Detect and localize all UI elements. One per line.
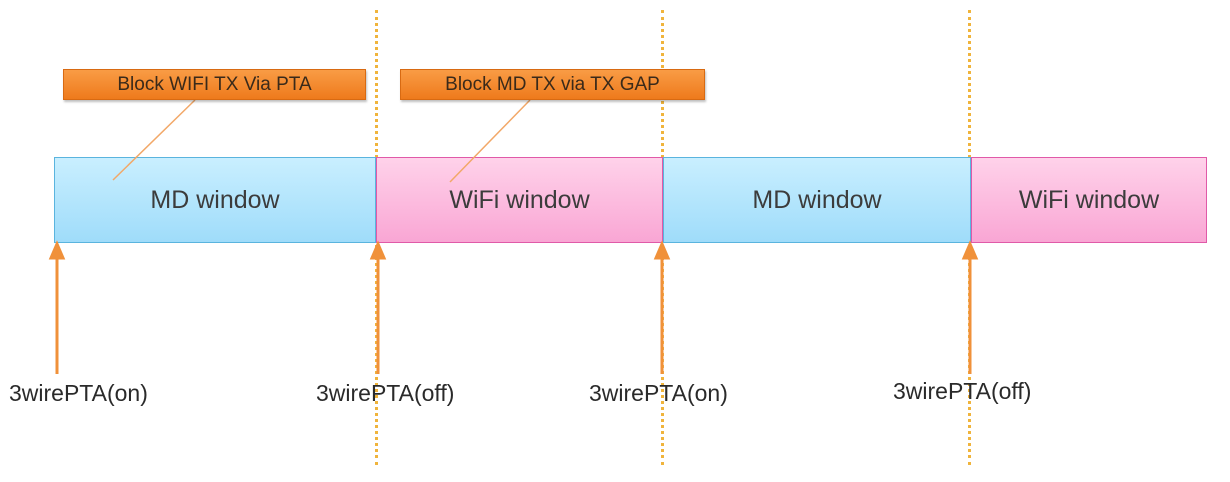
callout-connector-2 <box>449 99 531 183</box>
callout-block-md-tx-text: Block MD TX via TX GAP <box>445 73 660 95</box>
wifi-window-1-label: WiFi window <box>449 185 590 214</box>
callout-connector-1 <box>112 99 196 181</box>
pta-label-4: 3wirePTA(off) <box>893 378 1032 404</box>
md-window-1: MD window <box>54 157 376 243</box>
md-window-1-label: MD window <box>150 185 280 214</box>
pta-label-3: 3wirePTA(on) <box>589 380 728 406</box>
callout-block-md-tx: Block MD TX via TX GAP <box>400 69 705 100</box>
pta-arrow-1-head <box>48 240 66 260</box>
pta-arrow-2-head <box>369 240 387 260</box>
pta-label-2: 3wirePTA(off) <box>316 380 455 406</box>
wifi-window-2-label: WiFi window <box>1018 185 1160 214</box>
md-window-2-label: MD window <box>752 185 882 214</box>
wifi-window-1: WiFi window <box>376 157 663 243</box>
pta-arrow-3-head <box>653 240 671 260</box>
wifi-window-2: WiFi window <box>971 157 1207 243</box>
md-window-2: MD window <box>663 157 971 243</box>
pta-label-1: 3wirePTA(on) <box>9 380 148 406</box>
callout-block-wifi-tx: Block WIFI TX Via PTA <box>63 69 366 100</box>
callout-block-wifi-tx-text: Block WIFI TX Via PTA <box>117 73 312 95</box>
pta-arrow-4-head <box>961 240 979 260</box>
